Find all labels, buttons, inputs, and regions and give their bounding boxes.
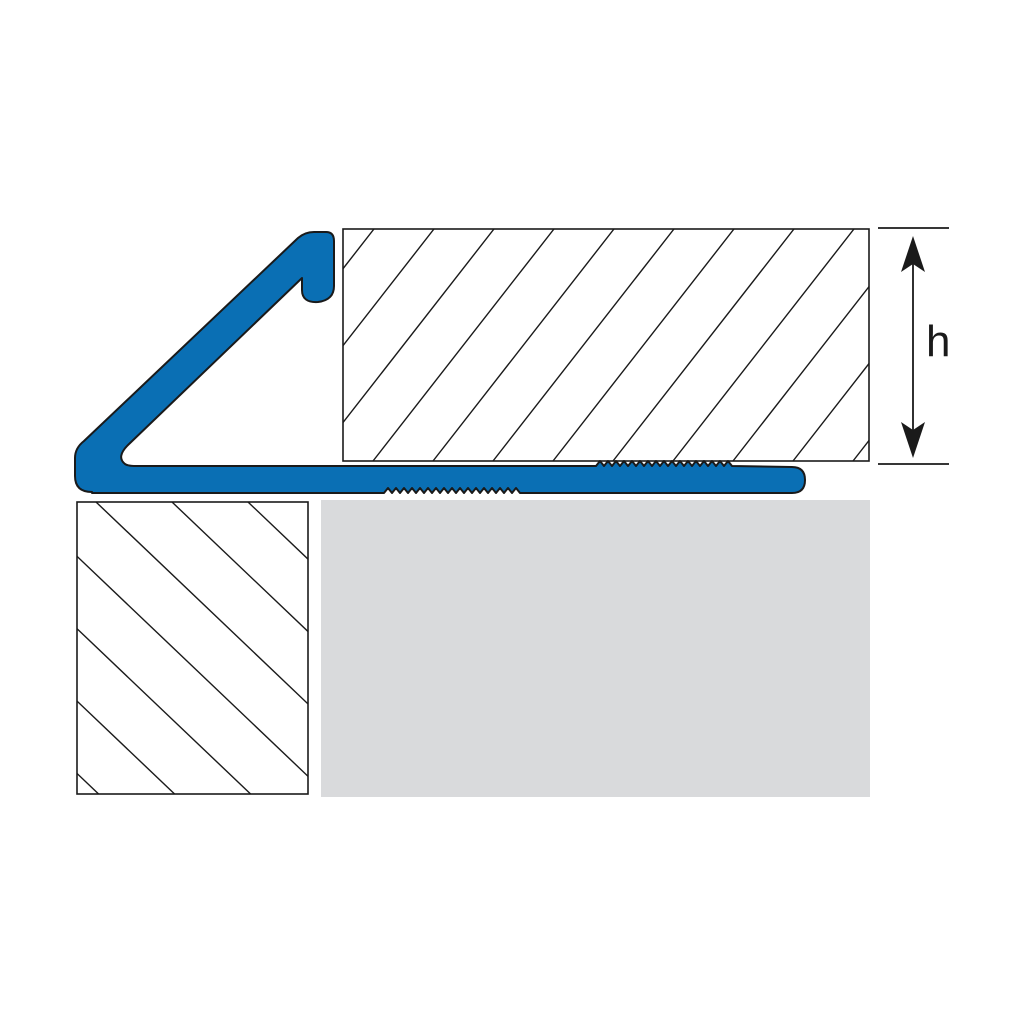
upper-tile-outline <box>342 228 870 462</box>
hatch-line <box>77 627 252 794</box>
lower-tile-outline <box>76 501 309 795</box>
upper-tile <box>0 228 1024 462</box>
hatch-line <box>732 285 869 461</box>
hatch-line <box>552 229 735 461</box>
hatch-line <box>932 502 1024 794</box>
hatch-line <box>343 229 495 424</box>
hatch-line <box>856 502 1024 794</box>
hatch-line <box>1008 502 1024 794</box>
hatch-line <box>492 229 675 461</box>
substrate-block <box>321 500 870 797</box>
hatch-line <box>612 229 795 461</box>
height-dimension-label: h <box>926 317 950 366</box>
hatch-line <box>672 229 855 461</box>
hatch-line <box>171 502 308 633</box>
hatch-line <box>77 700 176 794</box>
hatch-line <box>77 555 308 778</box>
hatch-line <box>432 229 615 461</box>
arrow-down-head-icon <box>901 422 925 458</box>
hatch-line <box>95 502 308 705</box>
lower-tile-hatching <box>0 502 1024 794</box>
hatch-line <box>0 229 14 461</box>
hatch-line <box>792 362 869 461</box>
arrow-up-head-icon <box>901 236 925 272</box>
upper-tile-hatching <box>0 229 1024 461</box>
hatch-line <box>372 229 555 461</box>
hatch-line <box>0 229 74 461</box>
lower-tile <box>0 501 1024 795</box>
hatch-line <box>247 502 308 561</box>
height-dimension <box>878 227 949 465</box>
hatch-line <box>0 502 23 794</box>
hatch-line <box>77 772 100 794</box>
hatch-line <box>973 229 1024 461</box>
edge-profile <box>74 231 806 494</box>
